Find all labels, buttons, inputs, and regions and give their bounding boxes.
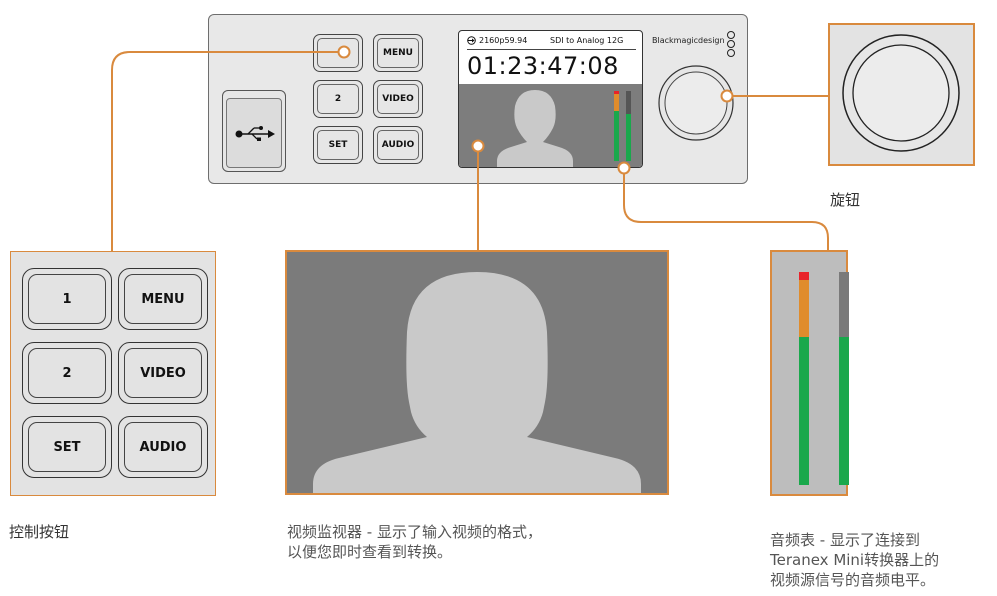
panel-knob[interactable] [655, 62, 737, 144]
video-monitor-closeup [285, 250, 669, 495]
panel-menu-button[interactable]: MENU [373, 34, 423, 72]
video-monitor-label-line1: 视频监视器 - 显示了输入视频的格式， [287, 523, 542, 541]
knob-label: 旋钮 [830, 191, 861, 209]
control-menu-button[interactable]: MENU [118, 268, 208, 330]
screen-meter-right [626, 114, 631, 161]
knob-closeup-icon [842, 34, 960, 152]
control-audio-button[interactable]: AUDIO [118, 416, 208, 478]
control-set-button[interactable]: SET [22, 416, 112, 478]
lcd-screen: 2160p59.94 SDI to Analog 12G 01:23:47:08 [458, 30, 643, 168]
audio-meter-left [799, 272, 809, 485]
conversion-mode-text: SDI to Analog 12G [550, 36, 624, 45]
screen-video-preview [459, 84, 642, 167]
brand-logo-text: Blackmagicdesign [652, 36, 725, 45]
audio-meter-left-clip [799, 272, 809, 280]
control-button-2[interactable]: 2 [22, 342, 112, 404]
video-format-text: 2160p59.94 [479, 36, 528, 45]
screen-meter-left-clip [614, 91, 619, 94]
video-silhouette [313, 272, 641, 493]
screen-silhouette [497, 90, 573, 167]
knob-closeup [828, 23, 975, 166]
panel-set-button[interactable]: SET [313, 126, 363, 164]
input-icon [467, 36, 476, 45]
timecode-text: 01:23:47:08 [467, 52, 619, 80]
audio-meter-label-line3: 视频源信号的音频电平。 [770, 571, 936, 589]
audio-meter-left-peak [799, 272, 809, 337]
controls-label: 控制按钮 [9, 523, 70, 541]
audio-meter-closeup [770, 250, 849, 496]
audio-meter-label-line2: Teranex Mini转换器上的 [770, 551, 940, 569]
panel-button-2[interactable]: 2 [313, 80, 363, 118]
screen-meter-left-peak [614, 91, 619, 111]
audio-meter-right [839, 337, 849, 485]
audio-meter-label-line1: 音频表 - 显示了连接到 [770, 531, 920, 549]
video-monitor-label-line2: 以便您即时查看到转换。 [287, 543, 453, 561]
brand-logo-icon [727, 31, 735, 57]
panel-video-button[interactable]: VIDEO [373, 80, 423, 118]
panel-audio-button[interactable]: AUDIO [373, 126, 423, 164]
control-button-1[interactable]: 1 [22, 268, 112, 330]
usb-icon [235, 126, 275, 141]
screen-divider [467, 49, 636, 50]
screen-meter-left [614, 91, 619, 161]
control-video-button[interactable]: VIDEO [118, 342, 208, 404]
